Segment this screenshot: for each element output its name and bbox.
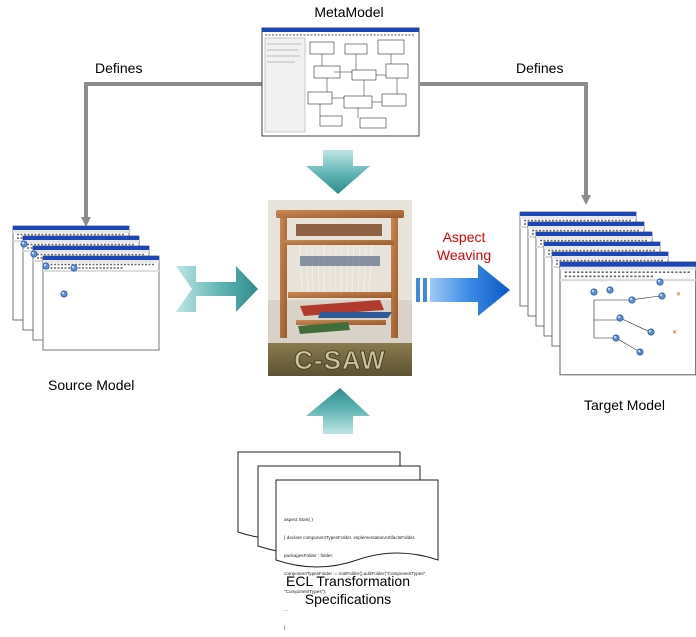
ecl-label: ECL Transformation Specifications — [248, 572, 448, 608]
ecl-label-line1: ECL Transformation — [286, 573, 410, 589]
diagram-canvas: C-SAW ✕ ✕ — [12, 27, 696, 568]
source-to-engine-arrow — [176, 266, 258, 312]
defines-left-connector — [81, 82, 263, 227]
csaw-logo-text: C-SAW — [294, 345, 386, 375]
x-mark-icon: ✕ — [676, 292, 681, 298]
defines-right-connector — [420, 82, 591, 205]
code-line: packagesFolder : folder; — [284, 553, 334, 558]
ecl-document-stack — [237, 451, 439, 568]
code-line: aspect Start( ) — [284, 517, 313, 522]
weaving-label: Weaving — [436, 247, 492, 263]
metamodel-to-engine-arrow — [306, 150, 370, 194]
code-line: "ComponentTypes"); — [284, 589, 327, 594]
metamodel-image — [261, 27, 420, 137]
aspect-weaving-arrow — [416, 264, 510, 316]
ecl-to-engine-arrow — [306, 388, 370, 434]
source-model-label: Source Model — [48, 377, 135, 393]
source-model-image — [12, 225, 160, 351]
code-line: { declare componentTypesFolder, implemen… — [284, 535, 416, 540]
target-model-image: ✕ ✕ — [519, 211, 696, 376]
x-mark-icon: ✕ — [672, 330, 677, 336]
target-model-label: Target Model — [584, 397, 665, 413]
ecl-code-block: aspect Start( ) { declare componentTypes… — [284, 505, 427, 637]
csaw-logo: C-SAW — [268, 343, 412, 376]
aspect-label: Aspect — [442, 229, 486, 245]
defines-right-label: Defines — [516, 60, 564, 76]
code-line: componentTypesFolder := rootFolder().add… — [284, 571, 427, 576]
loom-image — [268, 200, 412, 343]
aspect-weaving-label: Aspect Weaving — [424, 228, 504, 264]
code-line: } — [284, 625, 286, 630]
metamodel-label: MetaModel — [314, 4, 384, 20]
code-line: ... — [284, 607, 288, 612]
ecl-label-line2: Specifications — [304, 591, 392, 607]
defines-left-label: Defines — [95, 60, 143, 76]
